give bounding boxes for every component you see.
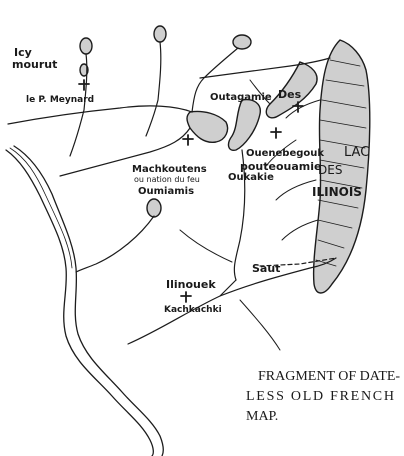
fox-river-lake — [186, 110, 229, 143]
mississippi-river — [5, 145, 164, 456]
caption-line-3: MAP. — [246, 409, 278, 424]
cross-icon — [78, 79, 304, 303]
pond-2 — [153, 25, 167, 43]
label-mourut: mourut — [12, 58, 57, 71]
label-pouteouamie: pouteouamie — [240, 160, 322, 173]
caption: FRAGMENT OF DATE- LESS OLD FRENCH MAP. — [246, 369, 400, 424]
bay-water — [265, 61, 318, 119]
label-oumiamis: Oumiamis — [138, 186, 194, 197]
label-machkoutens: Machkoutens — [132, 164, 207, 175]
label-saut: Saut — [252, 262, 280, 275]
lake-icon — [312, 39, 371, 294]
label-des-lake: DES — [318, 163, 342, 177]
label-ou-nation: ou nation du feu — [134, 175, 200, 184]
label-kachkachki: Kachkachki — [164, 305, 222, 315]
pond-1 — [79, 37, 93, 55]
label-ilinouek: Ilinouek — [166, 278, 216, 291]
label-outagamie: Outagamie — [210, 92, 272, 103]
caption-line-1: FRAGMENT OF DATE- — [258, 369, 400, 384]
label-meynard: le P. Meynard — [26, 95, 94, 105]
winnebago-lake — [227, 98, 261, 151]
label-ouenebegouk: Ouenebegouk — [246, 148, 324, 159]
caption-line-2: LESS OLD FRENCH — [246, 389, 394, 404]
label-oukakie: Oukakie — [228, 172, 274, 183]
pond-3 — [232, 34, 252, 50]
pond-4 — [146, 198, 162, 218]
label-des-top: Des — [278, 88, 302, 101]
label-lac: LAC — [344, 145, 369, 160]
label-ilinois: ILINOIS — [312, 185, 362, 199]
label-icy: Icy — [14, 46, 32, 59]
rivers — [7, 41, 337, 351]
